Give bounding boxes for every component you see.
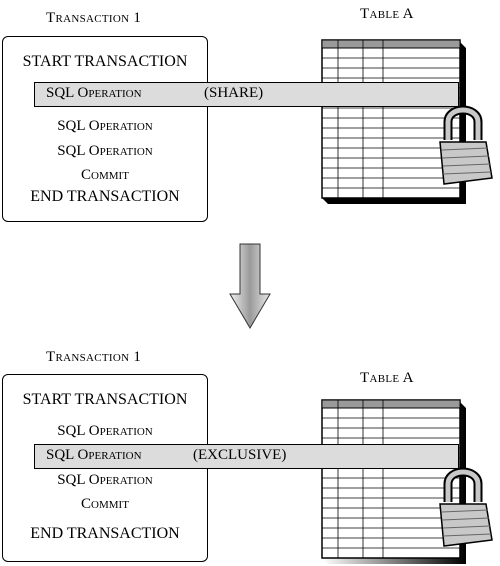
table-a-grid — [321, 399, 466, 564]
table-title: Table A — [360, 6, 414, 22]
end-transaction-label: END TRANSACTION — [30, 188, 180, 205]
down-arrow-icon — [229, 243, 271, 329]
lock-mode-label: (EXCLUSIVE) — [193, 447, 287, 463]
lock-request-band — [34, 82, 459, 107]
table-title: Table A — [360, 370, 414, 386]
lock-mode-label: (SHARE) — [204, 85, 264, 101]
lock-request-band — [34, 444, 459, 469]
sql-operation-label: SQL Operation — [57, 472, 153, 488]
sql-operation-label: SQL Operation — [57, 118, 153, 134]
transaction-title: Transaction 1 — [46, 349, 142, 365]
end-transaction-label: END TRANSACTION — [30, 525, 180, 542]
padlock-icon — [439, 467, 493, 547]
transaction-box: START TRANSACTION SQL Operation SQL Oper… — [2, 36, 208, 222]
sql-operation-label: SQL Operation — [57, 423, 153, 439]
commit-label: Commit — [81, 496, 129, 512]
start-transaction-label: START TRANSACTION — [22, 53, 188, 70]
sql-operation-label: SQL Operation — [46, 447, 142, 463]
padlock-icon — [439, 105, 493, 185]
commit-label: Commit — [81, 167, 129, 183]
sql-operation-label: SQL Operation — [46, 85, 142, 101]
transaction-title: Transaction 1 — [46, 10, 142, 26]
sql-operation-label: SQL Operation — [57, 143, 153, 159]
table-a-grid — [321, 39, 466, 204]
start-transaction-label: START TRANSACTION — [22, 391, 188, 408]
